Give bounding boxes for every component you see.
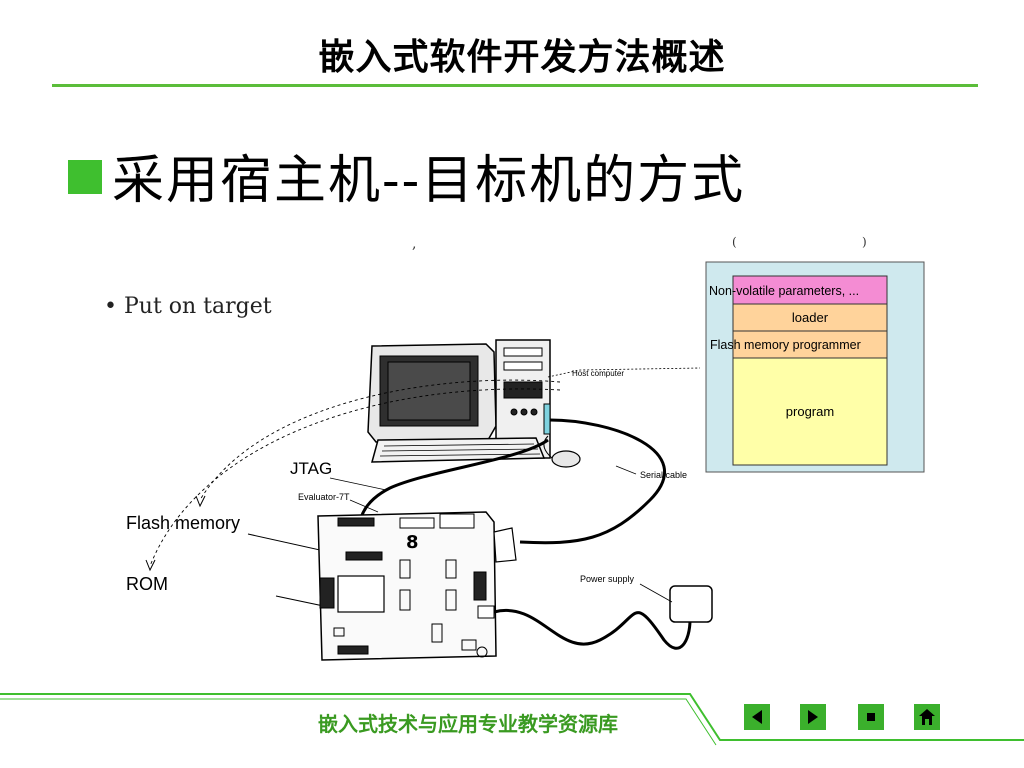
board-chip-3 [445,589,457,611]
board-cpu-pins [319,577,335,609]
board-chip-flash [345,551,383,561]
board-power-jack [476,646,488,658]
serial-cable [519,418,666,545]
nav-stop-button[interactable] [858,704,884,730]
flash-memory-label: Flash memory [126,513,240,533]
memory-map-panel: Non-volatile parameters, ... loader Flas… [705,261,925,473]
evaluator-label: Evaluator-7T [298,492,350,502]
home-icon [919,709,935,725]
tower-button-1 [510,408,518,416]
evaluation-board: 8 [317,511,517,661]
cropped-top-fragment-right-2: ) [862,235,867,249]
board-db9-connector [493,527,517,563]
serial-cable-label: Serial cable [640,470,687,480]
mouse [551,450,581,468]
board-cpu [337,575,385,613]
board-seven-segment: 8 [406,532,419,553]
board-header-right [473,571,487,601]
bullet-text: 采用宿主机--目标机的方式 [112,150,746,211]
tower-button-2 [520,408,528,416]
next-icon [808,710,818,724]
board-small-chip-2 [461,639,477,651]
board-jtag-header [337,517,375,527]
board-leds [399,517,435,529]
stop-icon [867,713,875,721]
power-supply-label: Power supply [580,574,635,584]
memory-label-program: program [786,404,834,419]
memory-label-nonvolatile: Non-volatile parameters, ... [709,284,859,298]
host-computer-callout: Host computer [547,367,701,378]
power-cable [493,608,692,650]
slide-title-text: 嵌入式软件开发方法概述 [318,37,726,78]
board-chip-sram-2 [445,559,457,579]
arrowhead-flash [195,495,206,508]
board-serial-connector [439,513,475,529]
memory-label-flash-programmer: Flash memory programmer [710,338,861,352]
slide-title: 嵌入式软件开发方法概述 [0,28,1024,80]
download-path-flash [199,379,561,501]
rom-label: ROM [126,574,168,594]
board-chip-rom [399,589,411,611]
board-bottom-header [337,645,369,655]
jtag-label: JTAG [290,459,332,478]
jtag-cable [358,438,549,527]
tower-button-3 [530,408,538,416]
power-supply-adapter [669,585,713,623]
put-on-target-caption: • Put on target [104,294,272,319]
memory-label-loader: loader [792,310,829,325]
monitor-screen-glare [387,361,471,421]
nav-prev-button[interactable] [744,704,770,730]
host-computer-label: Host computer [572,369,624,378]
mouse-cable [543,435,553,459]
board-outline [317,511,497,661]
title-divider [52,84,978,87]
prev-icon [752,710,762,724]
jtag-pointer [329,477,387,491]
board-chip-sram [399,559,411,579]
memory-block-program [732,357,888,466]
download-path-rom [149,388,561,567]
tower-vent [503,381,543,399]
evaluator-pointer [349,499,379,513]
nav-next-button[interactable] [800,704,826,730]
footer-title: 嵌入式技术与应用专业教学资源库 [318,712,618,736]
arrowhead-rom [145,559,156,572]
main-bullet: 采用宿主机--目标机的方式 [68,140,746,211]
cropped-top-fragment-left: , [412,236,416,252]
tower-drive-1 [503,347,543,357]
board-chip-4 [431,623,443,643]
tower-drive-2 [503,361,543,371]
serial-cable-pointer [615,465,637,475]
board-small-chip [333,627,345,637]
nav-home-button[interactable] [914,704,940,730]
bullet-square-icon [68,160,102,194]
cropped-top-fragment-right: ( [732,235,737,249]
power-supply-pointer [639,583,673,603]
